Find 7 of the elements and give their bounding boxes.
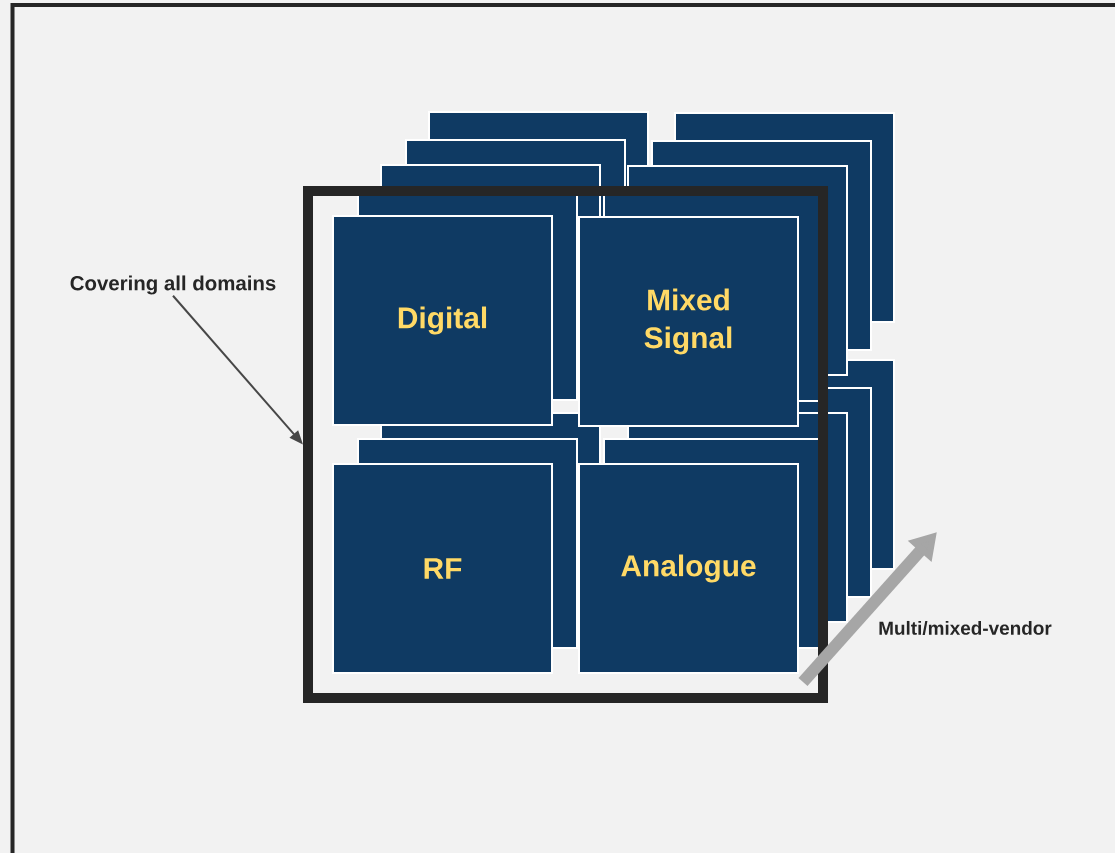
callout-text: Covering all domains (70, 275, 276, 295)
domain-box: RF (332, 463, 553, 674)
domain-box: Analogue (578, 463, 799, 674)
domain-box: Mixed Signal (578, 216, 799, 427)
frame-box (303, 186, 828, 703)
annotation-text: Multi/mixed-vendor (879, 620, 1052, 636)
domain-box: Digital (332, 215, 553, 426)
